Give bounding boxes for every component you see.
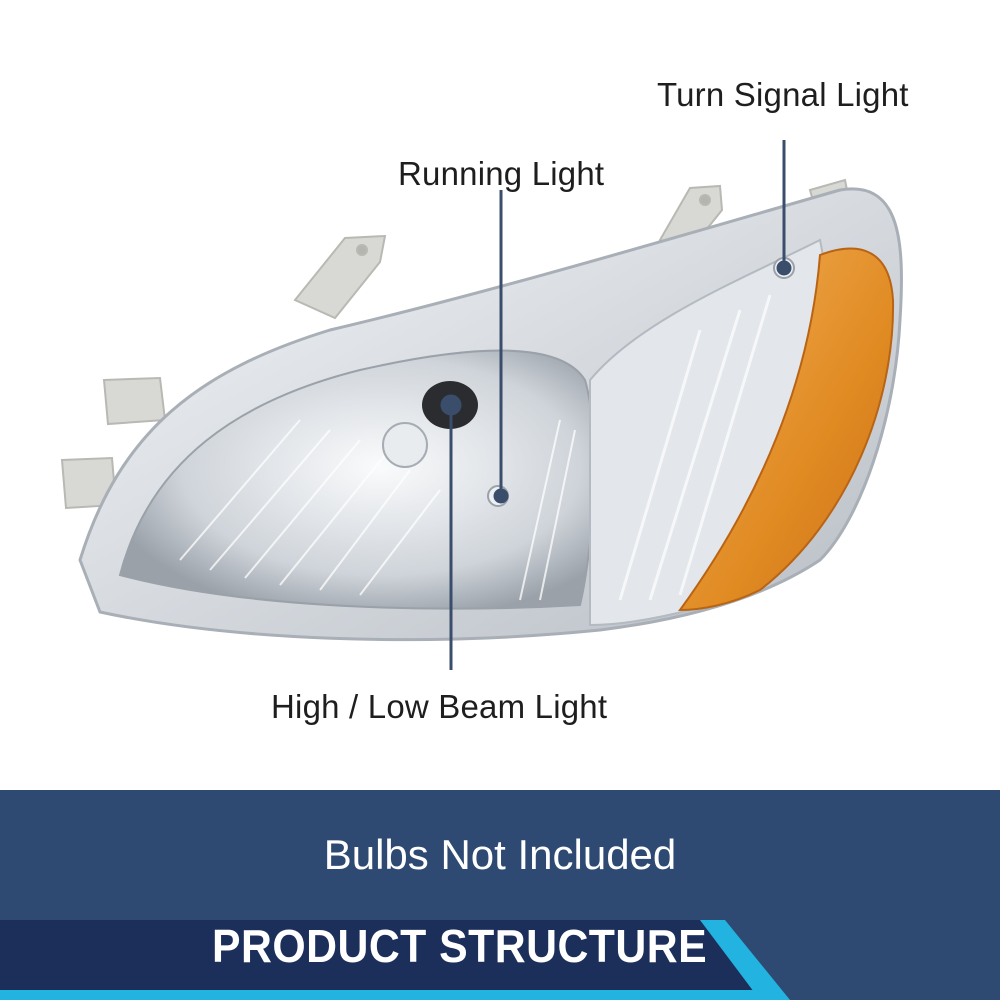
turn-signal-lens — [678, 247, 895, 612]
turn-signal-label: Turn Signal Light — [657, 76, 909, 113]
info-banner: Bulbs Not Included PRODUCT STRUCTURE — [0, 790, 1000, 1000]
running-light-label: Running Light — [398, 155, 605, 192]
section-title: PRODUCT STRUCTURE — [212, 920, 708, 972]
headlight-drawing — [60, 140, 903, 670]
beam-light-label: High / Low Beam Light — [271, 688, 608, 725]
title-strip — [0, 920, 790, 1000]
bulbs-note: Bulbs Not Included — [323, 831, 677, 878]
product-illustration: Turn Signal Light Running Light High / L… — [60, 76, 909, 725]
